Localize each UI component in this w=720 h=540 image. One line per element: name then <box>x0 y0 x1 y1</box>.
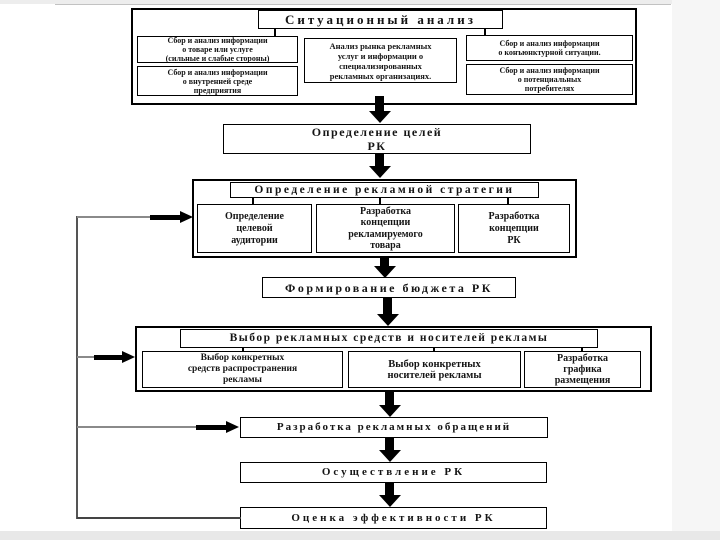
ad-messages-box: Разработка рекламных обращений <box>240 417 548 438</box>
flow-arrow-1-head <box>369 111 391 123</box>
flow-arrow-2 <box>375 154 384 167</box>
evaluation-box: Оценка эффективности РК <box>240 507 547 529</box>
feedback-line-messages <box>77 426 198 428</box>
feedback-arrow-media-head <box>122 351 135 363</box>
strategy-box-campaign-concept: Разработка концепции РК <box>458 204 570 253</box>
flow-arrow-5-head <box>379 405 401 417</box>
situational-box-product-info: Сбор и анализ информации о товаре или ус… <box>137 36 298 63</box>
flow-arrow-6-head <box>379 450 401 462</box>
feedback-line-strategy <box>77 216 153 218</box>
connector-line <box>507 198 509 204</box>
flow-arrow-4-head <box>377 314 399 326</box>
flow-arrow-2-head <box>369 166 391 178</box>
situational-analysis-title: Ситуационный анализ <box>258 10 503 29</box>
strategy-title: Определение рекламной стратегии <box>230 182 539 198</box>
budget-box: Формирование бюджета РК <box>262 277 516 298</box>
implementation-box: Осуществление РК <box>240 462 547 483</box>
situational-box-internal-environment: Сбор и анализ информации о внутренней ср… <box>137 66 298 96</box>
feedback-arrow-strategy-head <box>180 211 193 223</box>
flow-arrow-1 <box>375 96 384 112</box>
media-box-specific-carriers: Выбор конкретных носителей рекламы <box>348 351 521 388</box>
situational-box-potential-consumers: Сбор и анализ информации о потенциальных… <box>466 64 633 95</box>
connector-line <box>252 198 254 204</box>
connector-line <box>274 29 276 37</box>
flow-arrow-7 <box>385 483 394 496</box>
strategy-box-product-concept: Разработка концепции рекламируемого това… <box>316 204 455 253</box>
flow-arrow-6 <box>385 438 394 451</box>
media-selection-title: Выбор рекламных средств и носителей рекл… <box>180 329 598 348</box>
feedback-arrow-strategy <box>150 215 181 220</box>
goals-box: Определение целей РК <box>223 124 531 154</box>
flow-arrow-3-head <box>374 266 396 278</box>
feedback-arrow-messages-head <box>226 421 239 433</box>
slide-right-strip <box>672 0 720 540</box>
flow-arrow-5 <box>385 392 394 406</box>
feedback-arrow-media <box>94 355 123 360</box>
slide-top-border <box>55 4 671 5</box>
situational-box-ad-market-analysis: Анализ рынка рекламных услуг и информаци… <box>304 38 457 83</box>
situational-box-market-conditions: Сбор и анализ информации о конъюнктурной… <box>466 35 633 61</box>
slide-bottom-strip <box>0 531 720 540</box>
feedback-vertical-line <box>76 216 78 519</box>
flow-arrow-7-head <box>379 495 401 507</box>
connector-line <box>484 29 486 36</box>
connector-line <box>433 347 435 351</box>
strategy-box-target-audience: Определение целевой аудитории <box>197 204 312 253</box>
feedback-line-media <box>77 356 97 358</box>
flow-arrow-4 <box>383 298 392 315</box>
connector-line <box>379 198 381 204</box>
connector-line <box>242 347 244 351</box>
media-box-distribution-means: Выбор конкретных средств распространения… <box>142 351 343 388</box>
flow-arrow-3 <box>380 258 389 267</box>
slide-top-strip <box>0 0 720 4</box>
feedback-arrow-messages <box>196 425 227 430</box>
media-box-placement-schedule: Разработка графика размещения <box>524 351 641 388</box>
connector-line <box>581 347 583 351</box>
feedback-line-evaluation <box>77 517 241 519</box>
